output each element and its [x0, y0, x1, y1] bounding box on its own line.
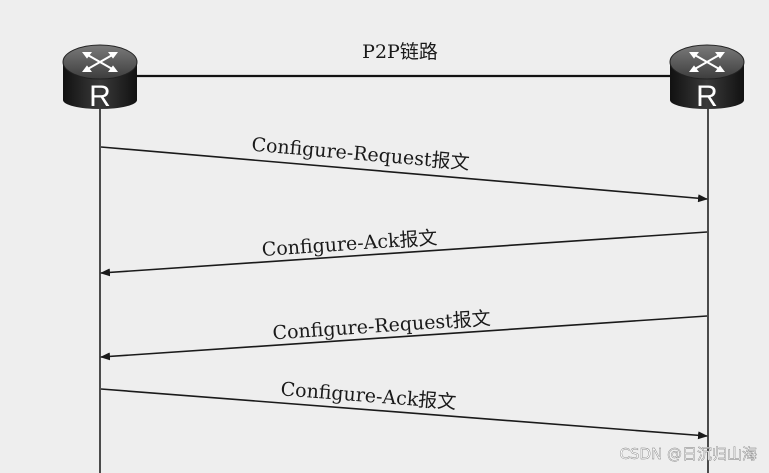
router-icon-right: R: [669, 44, 745, 113]
p2p-link-label: P2P链路: [362, 41, 438, 63]
message-label-1: Configure-Request报文: [251, 134, 471, 175]
message-label-4: Configure-Ack报文: [280, 378, 457, 413]
message-arrow-3: [100, 315, 708, 361]
router-icon-left: R: [62, 44, 138, 113]
router-label-right: R: [696, 80, 718, 113]
router-label-left: R: [89, 80, 111, 113]
message-label-3: Configure-Request报文: [272, 308, 492, 345]
watermark-text: CSDN @日沉归山海: [619, 445, 757, 463]
message-arrow-2: [100, 231, 708, 277]
message-arrow-1: [100, 146, 708, 203]
message-arrow-4: [100, 388, 708, 440]
